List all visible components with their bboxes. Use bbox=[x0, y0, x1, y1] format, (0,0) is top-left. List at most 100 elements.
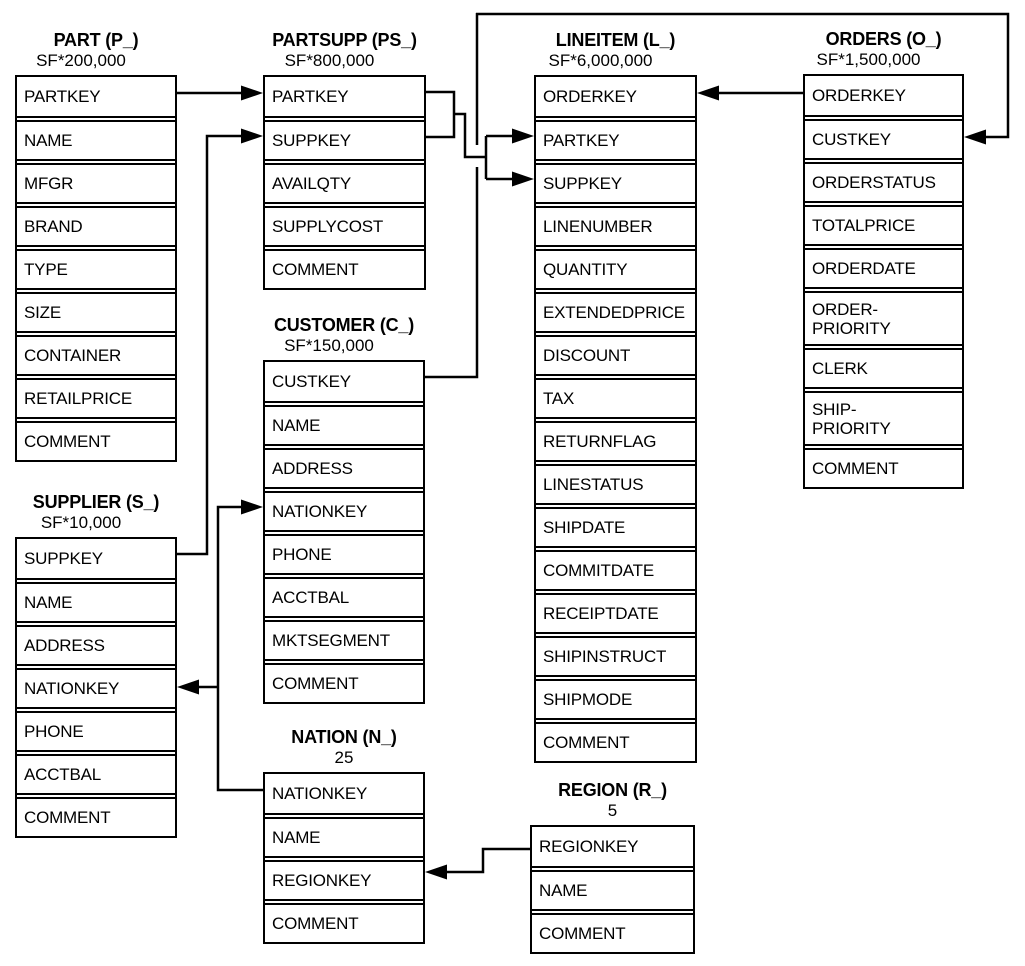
rel-nation-nationkey-to-supplier bbox=[177, 679, 218, 695]
table-columns: SUPPKEY NAME ADDRESS NATIONKEY PHONE ACC… bbox=[15, 537, 177, 838]
table-row: DISCOUNT bbox=[536, 335, 695, 376]
table-row: COMMITDATE bbox=[536, 550, 695, 591]
column-label: CUSTKEY bbox=[812, 130, 891, 149]
rel-partsupp-to-lineitem bbox=[426, 90, 534, 187]
table-subtitle: SF*6,000,000 bbox=[548, 51, 653, 70]
table-subtitle: SF*200,000 bbox=[36, 51, 126, 70]
table-supplier: SUPPLIER (S_) SF*10,000 SUPPKEY NAME ADD… bbox=[15, 492, 177, 838]
table-row: LINENUMBER bbox=[536, 206, 695, 247]
table-row: TOTALPRICE bbox=[805, 205, 962, 246]
table-row: ACCTBAL bbox=[17, 754, 175, 795]
column-label: REGIONKEY bbox=[272, 871, 372, 890]
table-row: NAME bbox=[17, 582, 175, 623]
column-label: NAME bbox=[24, 593, 73, 612]
arrowhead-icon bbox=[964, 129, 986, 145]
connector-line bbox=[476, 12, 1010, 139]
connector-line bbox=[425, 167, 479, 379]
table-subtitle: SF*10,000 bbox=[40, 513, 122, 532]
column-label: COMMENT bbox=[272, 674, 359, 693]
table-columns: NATIONKEY NAME REGIONKEY COMMENT bbox=[263, 772, 425, 944]
connector-line bbox=[445, 847, 530, 874]
column-label: CLERK bbox=[812, 359, 868, 378]
column-label: AVAILQTY bbox=[272, 174, 352, 193]
column-label: PARTKEY bbox=[24, 87, 101, 106]
table-title: CUSTOMER (C_) bbox=[273, 315, 415, 335]
table-row: REGIONKEY bbox=[265, 860, 423, 901]
table-row: ORDERKEY bbox=[805, 76, 962, 117]
arrowhead-icon bbox=[512, 128, 534, 144]
table-row: ORDER- PRIORITY bbox=[805, 291, 962, 346]
table-row: RETURNFLAG bbox=[536, 421, 695, 462]
table-row: LINESTATUS bbox=[536, 464, 695, 505]
table-title: LINEITEM (L_) bbox=[555, 30, 676, 50]
table-row: SUPPLYCOST bbox=[265, 206, 424, 247]
connector-line bbox=[454, 112, 486, 159]
column-label: NAME bbox=[272, 828, 321, 847]
column-label: NAME bbox=[539, 881, 588, 900]
table-row: NAME bbox=[265, 817, 423, 858]
table-row: PHONE bbox=[265, 534, 423, 575]
column-label: ORDER- PRIORITY bbox=[812, 299, 891, 338]
table-row: RECEIPTDATE bbox=[536, 593, 695, 634]
column-label: NATIONKEY bbox=[24, 679, 120, 698]
table-row: NATIONKEY bbox=[265, 491, 423, 532]
arrowhead-icon bbox=[241, 128, 263, 144]
table-row: PARTKEY bbox=[265, 77, 424, 118]
table-columns: ORDERKEY PARTKEY SUPPKEY LINENUMBER QUAN… bbox=[534, 75, 697, 763]
column-label: ORDERDATE bbox=[812, 259, 916, 278]
table-row: NAME bbox=[265, 405, 423, 446]
table-row: COMMENT bbox=[265, 903, 423, 942]
column-label: ADDRESS bbox=[272, 459, 353, 478]
table-title: NATION (N_) bbox=[291, 727, 397, 747]
table-row: PARTKEY bbox=[17, 77, 175, 118]
column-label: COMMENT bbox=[812, 459, 899, 478]
connector-line bbox=[426, 90, 456, 139]
column-label: COMMENT bbox=[543, 733, 630, 752]
table-region: REGION (R_) 5 REGIONKEY NAME COMMENT bbox=[530, 780, 695, 954]
rel-part-partkey-to-partsupp bbox=[177, 85, 263, 101]
column-label: TOTALPRICE bbox=[812, 216, 916, 235]
table-partsupp: PARTSUPP (PS_) SF*800,000 PARTKEY SUPPKE… bbox=[263, 30, 426, 290]
table-columns: REGIONKEY NAME COMMENT bbox=[530, 825, 695, 954]
table-row: ADDRESS bbox=[17, 625, 175, 666]
rel-customer-custkey-to-orders bbox=[425, 12, 1010, 379]
column-label: NAME bbox=[272, 416, 321, 435]
column-label: EXTENDEDPRICE bbox=[543, 303, 685, 322]
rel-supplier-suppkey-to-partsupp bbox=[177, 128, 263, 556]
column-label: LINESTATUS bbox=[543, 475, 644, 494]
table-row: SIZE bbox=[17, 292, 175, 333]
column-label: NATIONKEY bbox=[272, 502, 368, 521]
arrowhead-icon bbox=[512, 171, 534, 187]
table-row: QUANTITY bbox=[536, 249, 695, 290]
column-label: SHIP- PRIORITY bbox=[812, 399, 891, 438]
table-row: SUPPKEY bbox=[17, 539, 175, 580]
table-row: CLERK bbox=[805, 348, 962, 389]
table-row: AVAILQTY bbox=[265, 163, 424, 204]
column-label: NATIONKEY bbox=[272, 784, 368, 803]
table-row: TYPE bbox=[17, 249, 175, 290]
table-subtitle: 25 bbox=[334, 748, 354, 767]
column-label: COMMENT bbox=[272, 914, 359, 933]
table-row: CONTAINER bbox=[17, 335, 175, 376]
column-label: RETAILPRICE bbox=[24, 389, 133, 408]
rel-region-regionkey-to-nation bbox=[425, 847, 530, 880]
column-label: ACCTBAL bbox=[272, 588, 350, 607]
table-subtitle: SF*1,500,000 bbox=[816, 50, 921, 69]
table-row: COMMENT bbox=[265, 663, 423, 702]
table-row: BRAND bbox=[17, 206, 175, 247]
table-row: SHIPINSTRUCT bbox=[536, 636, 695, 677]
arrowhead-icon bbox=[697, 85, 719, 101]
table-row: SUPPKEY bbox=[265, 120, 424, 161]
column-label: CONTAINER bbox=[24, 346, 122, 365]
table-title: PART (P_) bbox=[53, 30, 139, 50]
table-row: ACCTBAL bbox=[265, 577, 423, 618]
table-title: REGION (R_) bbox=[558, 780, 667, 800]
table-row: REGIONKEY bbox=[532, 827, 693, 868]
table-row: CUSTKEY bbox=[805, 119, 962, 160]
arrowhead-icon bbox=[425, 864, 447, 880]
table-subtitle: SF*150,000 bbox=[284, 336, 374, 355]
arrowhead-icon bbox=[241, 85, 263, 101]
table-row: COMMENT bbox=[805, 448, 962, 487]
